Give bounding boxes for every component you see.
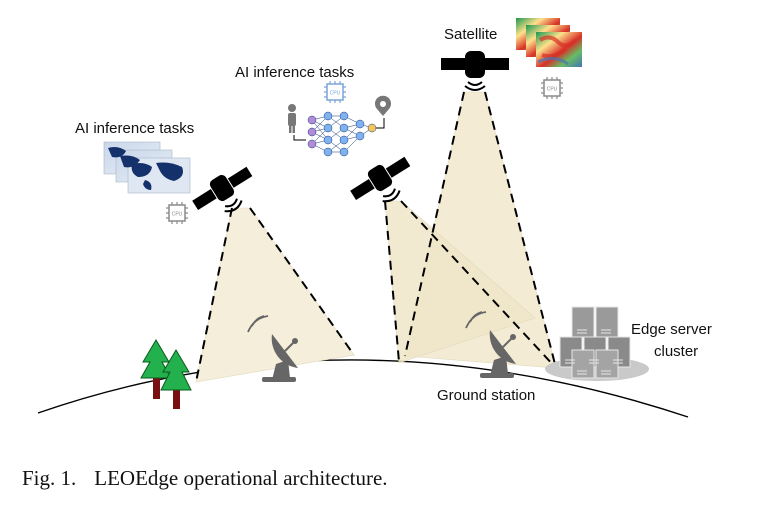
neural-network-icon: [307, 111, 377, 157]
tree-icon: [140, 339, 172, 399]
satellite-dish-icon: [247, 315, 298, 382]
figure-number: Fig. 1.: [22, 466, 77, 490]
cpu-chip-icon: CPU: [541, 77, 563, 99]
input-arrow: [293, 135, 306, 141]
world-map-icon: [103, 141, 191, 194]
location-pin-icon: [374, 95, 391, 116]
svg-text:CPU: CPU: [547, 87, 558, 93]
ai-tasks-label-center: AI inference tasks: [235, 64, 354, 81]
satellite-icon: [192, 166, 253, 213]
edge-server-label: Edge server: [631, 321, 712, 338]
satellite-label: Satellite: [444, 26, 497, 43]
ai-tasks-label-left: AI inference tasks: [75, 120, 194, 137]
beam-center: [384, 200, 557, 369]
satellite-dish-icon: [465, 311, 516, 378]
beam-satellite-lines: [404, 91, 557, 369]
ground-station-label: Ground station: [437, 387, 535, 404]
person-icon: [288, 104, 296, 133]
earth-horizon: [37, 359, 689, 418]
svg-text:CPU: CPU: [330, 91, 341, 97]
svg-text:CPU: CPU: [172, 212, 183, 218]
figure-caption: Fig. 1. LEOEdge operational architecture.: [22, 466, 388, 491]
server-rack-icon: [545, 306, 649, 381]
edge-cluster-label: cluster: [654, 343, 698, 360]
heatmap-icon: [516, 18, 582, 67]
satellite-icon: [441, 51, 509, 91]
cpu-chip-icon: CPU: [166, 202, 188, 224]
output-arrow: [376, 118, 385, 129]
tree-icon: [160, 349, 192, 409]
satellite-icon: [350, 156, 411, 203]
cpu-chip-icon: CPU: [324, 81, 346, 103]
beam-left: [195, 207, 355, 383]
figure-caption-text: LEOEdge operational architecture.: [94, 466, 388, 490]
